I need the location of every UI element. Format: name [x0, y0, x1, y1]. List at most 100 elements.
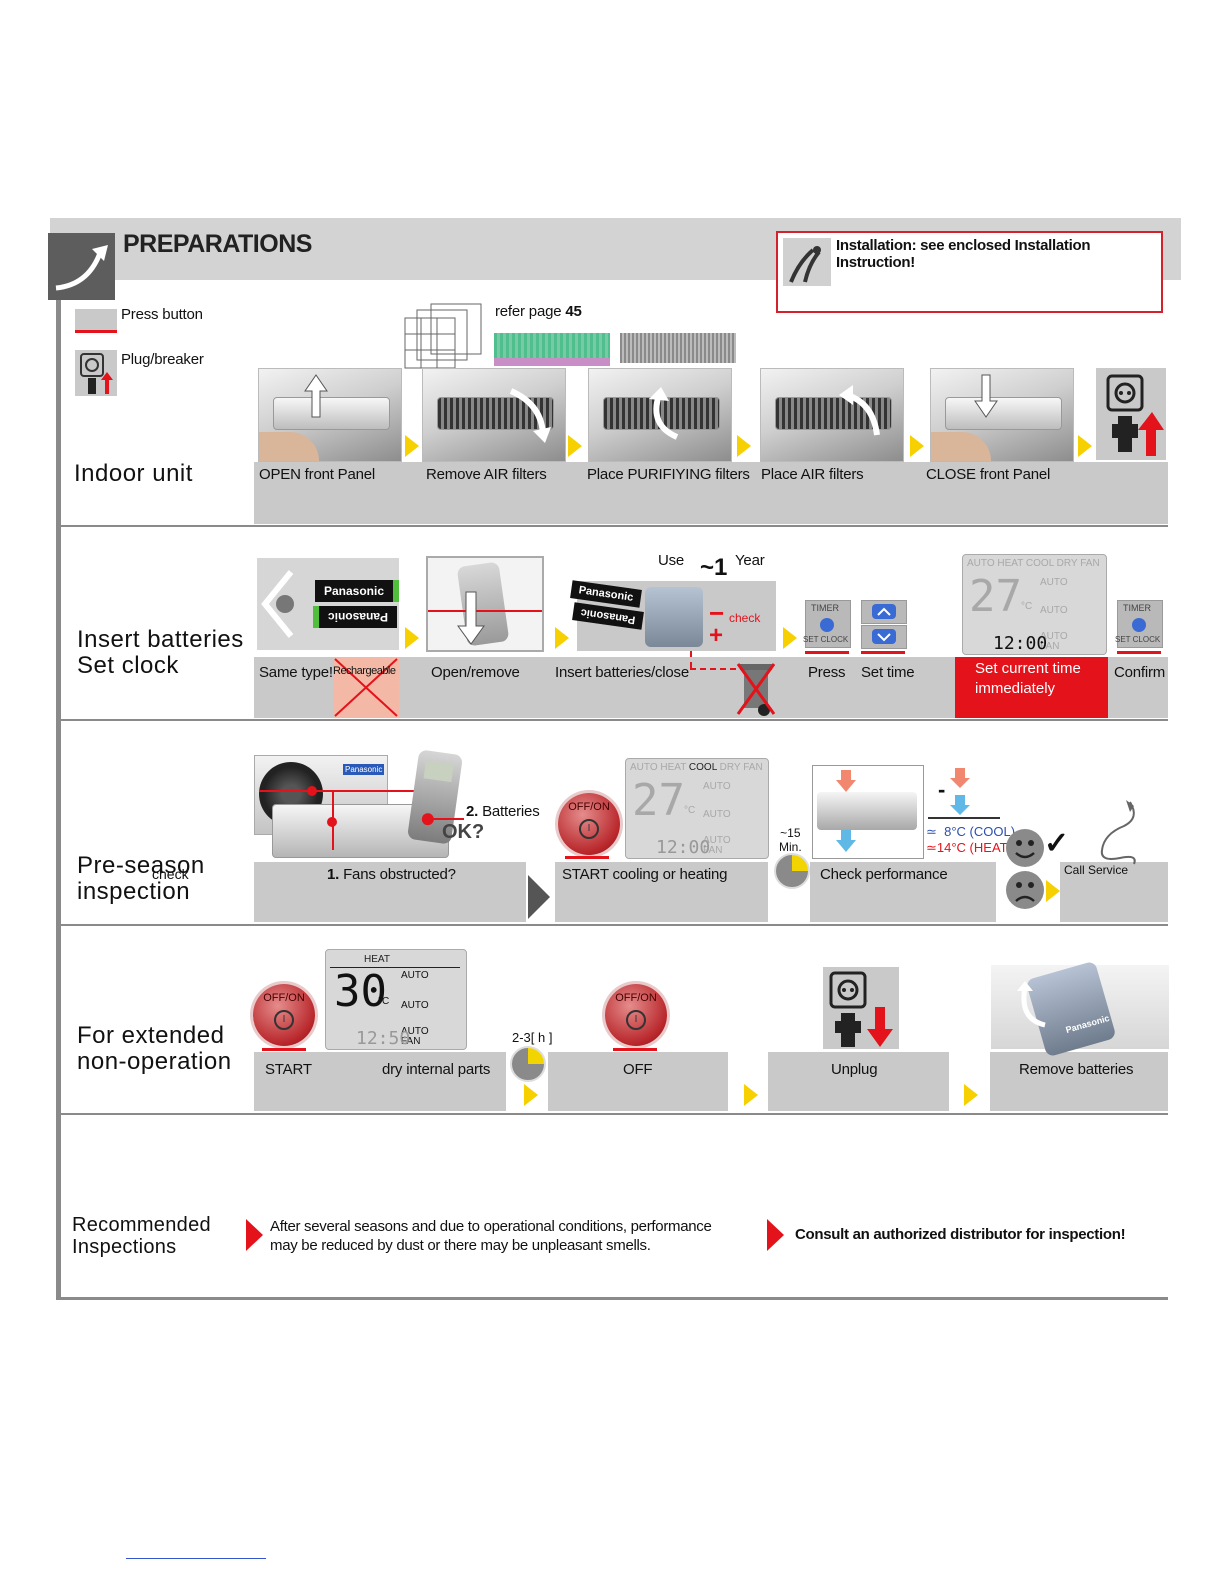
red-arrow-icon	[767, 1219, 784, 1251]
arrow-step	[524, 1084, 538, 1106]
offon-underline	[613, 1048, 657, 1051]
lcd-modes: AUTO HEAT COOL DRY FAN	[967, 558, 1100, 569]
eye-icon	[261, 570, 294, 638]
lcd-time: 12:00	[656, 837, 711, 858]
offon-underline	[262, 1048, 306, 1051]
step-set-time: Set time	[861, 664, 915, 681]
step-close-front-panel: CLOSE front Panel	[926, 466, 1051, 483]
battery-brand: Panasonic	[313, 606, 397, 628]
approx-years: ~1	[700, 554, 728, 581]
set-time-underline	[861, 651, 905, 654]
photo-place-air-filters	[760, 368, 904, 462]
refer-page: refer page 45	[495, 303, 582, 320]
power-icon: I	[626, 1010, 646, 1030]
pliers-icon	[783, 238, 831, 286]
tick-icon: ✓	[1044, 827, 1070, 860]
indoor-steps-band	[254, 462, 1168, 524]
extended-band-4	[990, 1052, 1168, 1111]
chevron-up-icon	[877, 607, 891, 616]
set-clock-label: SET CLOCK	[803, 635, 849, 644]
arrow-step	[910, 435, 924, 457]
step-insert-close: Insert batteries/close	[555, 664, 689, 681]
red-pointer-line	[430, 818, 464, 820]
photo-remove-air-filters	[422, 368, 566, 462]
arrow-step	[1046, 880, 1060, 902]
lcd-unit: °C	[1021, 601, 1033, 612]
offon-button: OFF/ON I	[605, 984, 667, 1046]
remote-open-image	[426, 556, 544, 652]
step-press: Press	[808, 664, 846, 681]
sad-face-icon	[1006, 871, 1044, 909]
extended-band-3	[768, 1052, 949, 1111]
offon-label: OFF/ON	[615, 992, 657, 1004]
curved-arrow-icon	[1017, 981, 1046, 1028]
timer-label: TIMER	[1123, 603, 1151, 613]
rechargeable-label: Rechargeable	[333, 665, 396, 677]
lcd-modes: AUTO HEAT COOL DRY FAN	[630, 762, 763, 773]
red-pointer-line	[332, 792, 334, 850]
dashed-link	[690, 668, 756, 670]
step-same-type: Same type!	[259, 664, 333, 681]
use-label: Use	[658, 552, 685, 569]
preparations-icon	[48, 233, 115, 300]
arrow-step	[737, 435, 751, 457]
lcd-mode: HEAT	[364, 954, 390, 965]
recommended-text: After several seasons and due to operati…	[270, 1218, 712, 1254]
set-current-line2: immediately	[975, 680, 1056, 697]
press-underline	[805, 651, 849, 654]
lcd-auto: AUTO	[401, 1000, 429, 1011]
fans-obstructed: 1. Fans obstructed?	[327, 866, 456, 883]
minus-sign: −	[709, 598, 725, 628]
step-off: OFF	[623, 1061, 653, 1078]
lcd-auto: AUTO	[1040, 631, 1068, 642]
warm-arrow-icon	[836, 770, 856, 792]
down-arrow-icon	[974, 374, 998, 418]
legend-press-swatch	[75, 309, 117, 333]
offon-underline	[565, 856, 609, 859]
step-place-purifying-filters: Place PURIFIYING filters	[587, 466, 750, 483]
arrow-step	[555, 627, 569, 649]
check-label: check	[729, 611, 761, 625]
legend-press-label: Press button	[121, 306, 203, 323]
step-open-remove: Open/remove	[431, 664, 520, 681]
lcd-time: 12:00	[993, 633, 1048, 654]
arrow-step	[405, 435, 419, 457]
remove-batteries-image: Panasonic	[991, 960, 1169, 1058]
purifying-filter-image	[494, 333, 610, 366]
curved-arrow-icon	[839, 385, 880, 436]
no-trash-bin-icon	[736, 660, 776, 718]
duration-label: 2-3[ h ]	[512, 1030, 553, 1045]
page-border-bottom	[56, 1297, 1168, 1300]
arrow-step	[405, 627, 419, 649]
warm-arrow-icon	[950, 768, 970, 788]
filter-grid-image	[403, 302, 489, 372]
confirm-underline	[1117, 651, 1161, 654]
down-arrow-icon	[457, 591, 485, 645]
extended-band-2	[548, 1052, 728, 1111]
footer-link-underline	[126, 1558, 266, 1559]
preseason-band-2	[555, 862, 768, 922]
photo-close-panel	[930, 368, 1074, 462]
curved-arrow-icon	[649, 387, 679, 440]
happy-face-icon	[1006, 829, 1044, 867]
air-filter-image	[620, 333, 736, 363]
preseason-band-3	[810, 862, 996, 922]
lcd-auto: AUTO	[703, 809, 731, 820]
lcd-auto: AUTO	[1040, 605, 1068, 616]
lcd-temp: 27	[969, 571, 1022, 622]
step-dry-internal: dry internal parts	[382, 1061, 491, 1078]
cold-arrow-icon	[836, 830, 856, 852]
timer-dot	[820, 618, 834, 632]
power-icon: I	[274, 1010, 294, 1030]
step-start: START	[265, 1061, 312, 1078]
step-start-cooling: START cooling or heating	[562, 866, 728, 883]
preseason-band-4	[1060, 862, 1168, 922]
step-unplug: Unplug	[831, 1061, 878, 1078]
ok-question: OK?	[442, 821, 485, 843]
